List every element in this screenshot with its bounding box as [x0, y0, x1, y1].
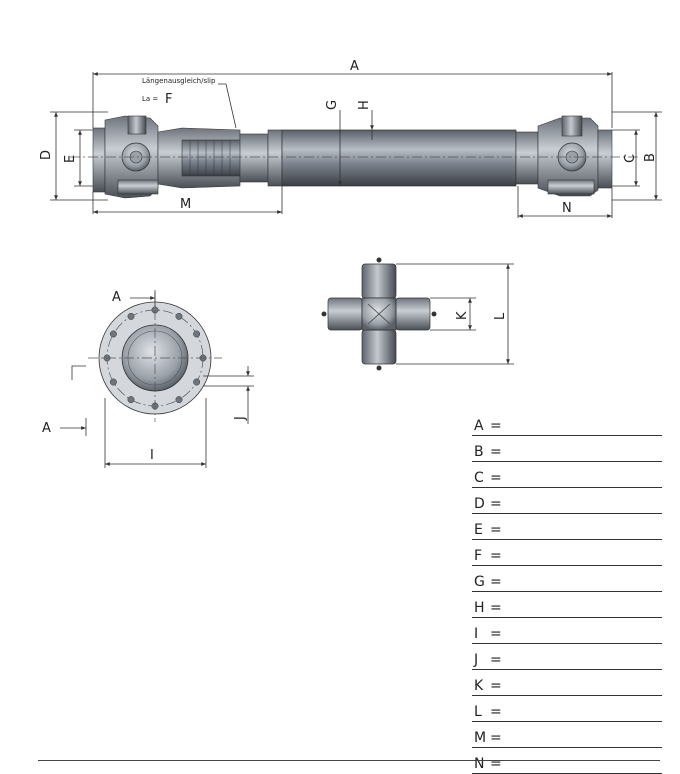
- cross-dimensions: K L: [396, 263, 514, 365]
- dim-label-m: M: [180, 197, 191, 212]
- form-row-m[interactable]: M=: [472, 722, 662, 748]
- form-row-equals: =: [490, 470, 502, 486]
- form-row-a[interactable]: A=: [472, 410, 662, 436]
- drive-shaft-side-view: [70, 115, 640, 199]
- form-row-equals: =: [490, 600, 502, 616]
- form-row-f[interactable]: F=: [472, 540, 662, 566]
- form-row-b[interactable]: B=: [472, 436, 662, 462]
- dim-label-b: B: [643, 153, 658, 162]
- form-row-d[interactable]: D=: [472, 488, 662, 514]
- form-row-equals: =: [490, 652, 502, 668]
- form-row-equals: =: [490, 756, 502, 772]
- form-row-equals: =: [490, 522, 502, 538]
- top-view-dimensions: A Längenausgleich/slip La = F D E G H C …: [39, 59, 662, 218]
- right-flange: [597, 129, 613, 189]
- dim-label-a: A: [350, 59, 359, 74]
- form-row-equals: =: [490, 444, 502, 460]
- shaft-tube: [281, 129, 517, 187]
- form-row-letter: L: [474, 704, 482, 720]
- form-row-equals: =: [490, 574, 502, 590]
- form-row-letter: C: [474, 470, 484, 486]
- form-row-equals: =: [490, 626, 502, 642]
- cross-cap-right: [395, 297, 431, 331]
- flange-label-a-top: A: [112, 290, 121, 305]
- form-row-n[interactable]: N=: [472, 748, 662, 774]
- form-row-c[interactable]: C=: [472, 462, 662, 488]
- la-label: La =: [142, 95, 158, 103]
- dim-label-e: E: [63, 155, 78, 163]
- form-row-letter: K: [474, 678, 484, 694]
- dim-label-h: H: [357, 100, 372, 110]
- dim-label-n: N: [562, 201, 572, 216]
- form-row-equals: =: [490, 730, 502, 746]
- flange-bolt-holes: [103, 306, 207, 410]
- form-row-letter: M: [474, 730, 487, 746]
- form-row-letter: D: [474, 496, 485, 512]
- dim-label-g: G: [325, 100, 340, 110]
- cross-label-l: L: [493, 312, 508, 320]
- form-row-letter: A: [474, 418, 484, 434]
- flange-label-a-left: A: [42, 421, 51, 436]
- form-row-equals: =: [490, 548, 502, 564]
- form-row-g[interactable]: G=: [472, 566, 662, 592]
- form-row-letter: I: [474, 626, 479, 642]
- form-row-j[interactable]: J=: [472, 644, 662, 670]
- form-row-letter: B: [474, 444, 484, 460]
- cross-label-k: K: [455, 311, 470, 320]
- form-row-letter: J: [474, 652, 479, 668]
- form-row-h[interactable]: H=: [472, 592, 662, 618]
- form-row-l[interactable]: L=: [472, 696, 662, 722]
- form-row-equals: =: [490, 418, 502, 434]
- slip-spline: [181, 139, 243, 177]
- cross-cap-top: [361, 263, 397, 299]
- form-row-e[interactable]: E=: [472, 514, 662, 540]
- form-row-letter: H: [474, 600, 485, 616]
- flange-label-i: I: [150, 448, 154, 463]
- universal-cross-view: [321, 257, 437, 371]
- form-row-letter: F: [474, 548, 483, 564]
- dim-label-f: F: [165, 92, 172, 107]
- dimension-form: A=B=C=D=E=F=G=H=I=J=K=L=M=N=: [472, 410, 662, 774]
- left-flange: [92, 127, 106, 193]
- flange-label-j: J: [233, 416, 248, 421]
- cross-cap-bottom: [361, 329, 397, 365]
- dim-label-d: D: [39, 150, 54, 160]
- form-row-letter: E: [474, 522, 483, 538]
- slip-label: Längenausgleich/slip: [142, 77, 216, 85]
- flange-front-view: [88, 292, 222, 422]
- form-row-equals: =: [490, 704, 502, 720]
- form-row-i[interactable]: I=: [472, 618, 662, 644]
- form-row-k[interactable]: K=: [472, 670, 662, 696]
- form-row-letter: N: [474, 756, 485, 772]
- form-row-equals: =: [490, 496, 502, 512]
- dim-label-c: C: [623, 154, 638, 163]
- form-row-letter: G: [474, 574, 485, 590]
- form-row-equals: =: [490, 678, 502, 694]
- bottom-rule: [38, 760, 660, 761]
- flange-dimensions: A A I J: [42, 290, 254, 468]
- cross-cap-left: [327, 297, 363, 331]
